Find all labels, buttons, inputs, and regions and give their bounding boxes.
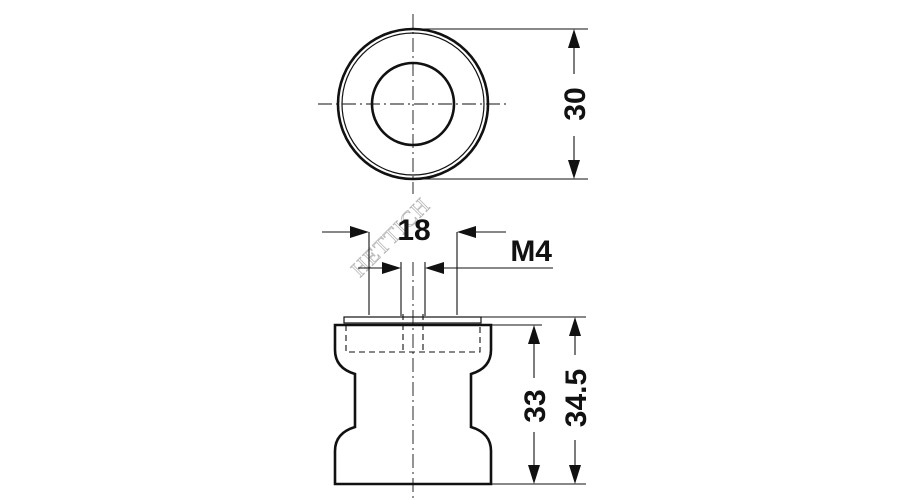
top-view <box>318 14 508 194</box>
arrow-head <box>528 325 540 344</box>
dimension-height-body: 33 <box>491 324 552 485</box>
side-view <box>333 262 493 500</box>
dimension-thread: M4 <box>358 235 553 316</box>
dimension-label-34-5: 34.5 <box>560 369 593 427</box>
arrow-head <box>568 160 580 179</box>
arrow-head <box>569 465 581 484</box>
arrow-head <box>457 226 476 238</box>
arrow-head <box>350 226 369 238</box>
top-plate <box>343 316 482 324</box>
arrow-head <box>568 29 580 48</box>
arrow-head <box>528 465 540 484</box>
arrow-head <box>425 262 444 274</box>
dimension-label-33: 33 <box>519 389 552 422</box>
arrow-head <box>569 317 581 336</box>
dimension-label-18: 18 <box>397 214 430 247</box>
dimension-label-30: 30 <box>559 87 592 120</box>
dimension-spacing: 18 <box>322 214 506 315</box>
dimension-height-total: 34.5 <box>481 316 593 485</box>
dimension-outer-diameter: 30 <box>413 28 592 180</box>
arrow-head <box>382 262 401 274</box>
dimension-label-m4: M4 <box>510 235 552 268</box>
